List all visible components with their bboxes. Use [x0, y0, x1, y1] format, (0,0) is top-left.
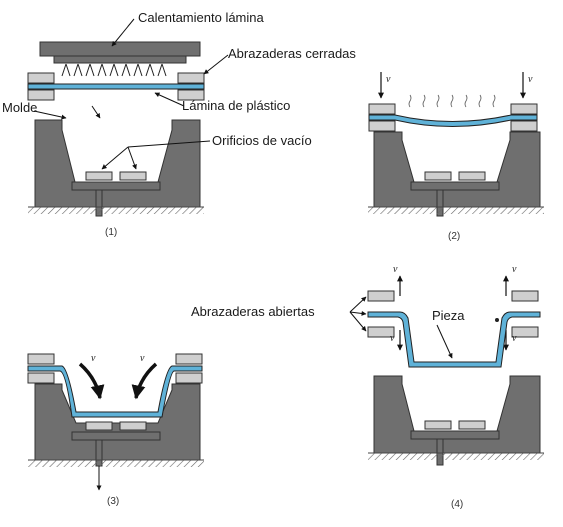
label-clamps-closed: Abrazaderas cerradas [228, 46, 356, 61]
clamps-closed [368, 103, 538, 132]
clamp-motion-arrows [397, 275, 509, 351]
step-2-label: (2) [448, 231, 460, 242]
plastic-sheet [368, 114, 538, 127]
velocity-symbol: v [512, 264, 517, 275]
step-3-label: (3) [107, 496, 119, 507]
ground [368, 453, 544, 460]
panel-2: v v (2) [368, 72, 544, 242]
step-1-label: (1) [105, 227, 117, 238]
plastic-sheet [27, 83, 205, 90]
label-sheet: Lámina de plástico [182, 98, 290, 113]
ground [28, 207, 204, 214]
velocity-symbol: v [390, 333, 395, 344]
ground [368, 207, 544, 214]
velocity-symbol: v [512, 333, 517, 344]
mold [34, 119, 201, 217]
ground [28, 460, 204, 467]
clamps-closed [27, 72, 205, 101]
panel-3: v v (3) [27, 353, 204, 507]
mold [34, 383, 201, 467]
plastic-sheet-formed [27, 365, 203, 418]
step-4-label: (4) [451, 499, 463, 510]
mold [373, 375, 541, 466]
velocity-symbol: v [393, 264, 398, 275]
panel-4: v v v v Abrazaderas abiertas Pieza (4) [191, 264, 544, 510]
velocity-symbol: v [140, 353, 145, 364]
label-vacuum-holes: Orificios de vacío [212, 133, 312, 148]
label-clamps-open: Abrazaderas abiertas [191, 304, 315, 319]
label-heating: Calentamiento lámina [138, 10, 265, 25]
heat-waves [408, 94, 496, 108]
velocity-symbol: v [528, 74, 533, 85]
velocity-symbol: v [386, 74, 391, 85]
heater [39, 41, 201, 77]
formed-part [367, 311, 541, 368]
label-mold: Molde [2, 100, 37, 115]
label-part: Pieza [432, 308, 465, 323]
velocity-symbol: v [91, 353, 96, 364]
mold [373, 131, 541, 217]
panel-1: Calentamiento lámina Abrazaderas cerrada… [2, 10, 356, 238]
clamp-motion-arrows [378, 72, 526, 99]
vacuum-force-arrows [78, 362, 158, 400]
clamps-closed [27, 353, 203, 384]
clamps-open [367, 290, 539, 338]
